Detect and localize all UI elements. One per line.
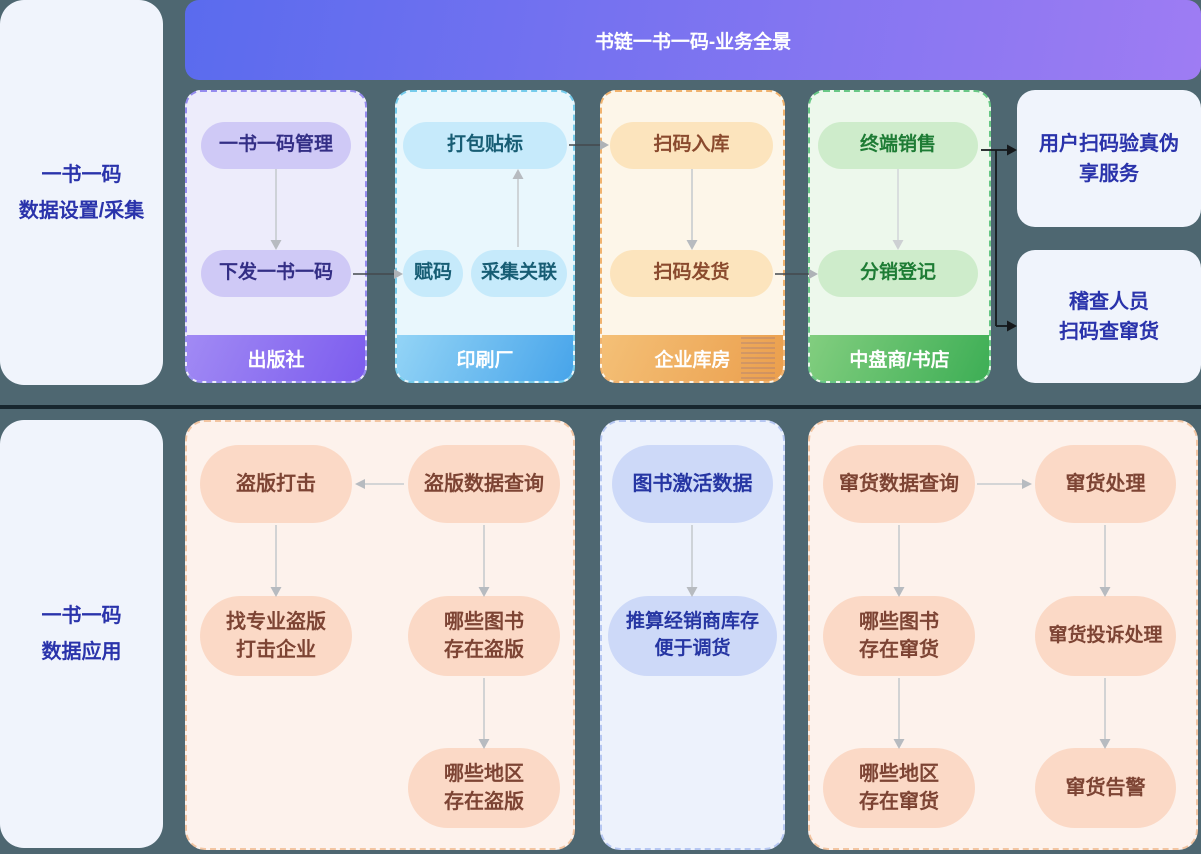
footer-publisher: 出版社 (187, 335, 365, 381)
flow-card-publisher: 一书一码管理 下发一书一码 出版社 (185, 90, 367, 383)
node-scan-inbound: 扫码入库 (610, 122, 773, 169)
node-diversion-handle: 窜货处理 (1035, 445, 1176, 523)
app-card-piracy: 盗版打击 盗版数据查询 找专业盗版 打击企业 哪些图书 存在盗版 哪些地区 存在… (185, 420, 575, 850)
node-scan-outbound: 扫码发货 (610, 250, 773, 297)
diagram-title: 书链一书一码-业务全景 (594, 31, 792, 53)
arrowhead-sale-to-user-scan (1007, 144, 1017, 156)
node-piracy-strike: 盗版打击 (200, 445, 352, 523)
sidebar-data-collection-label: 一书一码 数据设置/采集 (18, 163, 145, 222)
flow-card-warehouse: 扫码入库 扫码发货 企业库房 (600, 90, 785, 383)
footer-warehouse: 企业库房 (602, 335, 783, 381)
outcome-card-user-scan: 用户扫码验真伪 享服务 (1017, 90, 1201, 227)
node-assign-code: 赋码 (403, 250, 463, 297)
sidebar-data-application: 一书一码 数据应用 (0, 420, 163, 848)
app-card-activation: 图书激活数据 推算经销商库存 便于调货 (600, 420, 785, 850)
node-pack-label: 打包贴标 (403, 122, 567, 169)
node-piracy-which-books: 哪些图书 存在盗版 (408, 596, 560, 676)
outcome-card-inspector-scan: 稽查人员 扫码查窜货 (1017, 250, 1201, 383)
node-piracy-which-regions: 哪些地区 存在盗版 (408, 748, 560, 828)
node-diversion-which-books: 哪些图书 存在窜货 (823, 596, 975, 676)
node-distribution-register: 分销登记 (818, 250, 978, 297)
arrowhead-branch-to-inspector (1007, 320, 1017, 332)
node-piracy-company: 找专业盗版 打击企业 (200, 596, 352, 676)
flow-card-store: 终端销售 分销登记 中盘商/书店 (808, 90, 991, 383)
node-activation-estimate: 推算经销商库存 便于调货 (608, 596, 777, 676)
node-collect-link: 采集关联 (471, 250, 567, 297)
node-diversion-query: 窜货数据查询 (823, 445, 975, 523)
app-card-diversion: 窜货数据查询 窜货处理 哪些图书 存在窜货 窜货投诉处理 哪些地区 存在窜货 窜… (808, 420, 1198, 850)
node-diversion-alert: 窜货告警 (1035, 748, 1176, 828)
node-diversion-which-regions: 哪些地区 存在窜货 (823, 748, 975, 828)
node-activation-data: 图书激活数据 (612, 445, 773, 523)
outcome-inspector-scan-label: 稽查人员 扫码查窜货 (1059, 290, 1159, 343)
footer-store: 中盘商/书店 (810, 335, 989, 381)
node-code-management: 一书一码管理 (201, 122, 351, 169)
node-code-issue: 下发一书一码 (201, 250, 351, 297)
sidebar-data-application-label: 一书一码 数据应用 (41, 605, 122, 663)
section-divider (0, 405, 1201, 409)
node-piracy-query: 盗版数据查询 (408, 445, 560, 523)
flow-card-printer: 打包贴标 赋码 采集关联 印刷厂 (395, 90, 575, 383)
sidebar-data-collection: 一书一码 数据设置/采集 (0, 0, 163, 385)
outcome-user-scan-label: 用户扫码验真伪 享服务 (1039, 132, 1179, 185)
header-banner: 书链一书一码-业务全景 (185, 0, 1201, 80)
node-diversion-complaint: 窜货投诉处理 (1035, 596, 1176, 676)
warehouse-footer-watermark (741, 337, 775, 379)
node-terminal-sale: 终端销售 (818, 122, 978, 169)
footer-printer: 印刷厂 (397, 335, 573, 381)
